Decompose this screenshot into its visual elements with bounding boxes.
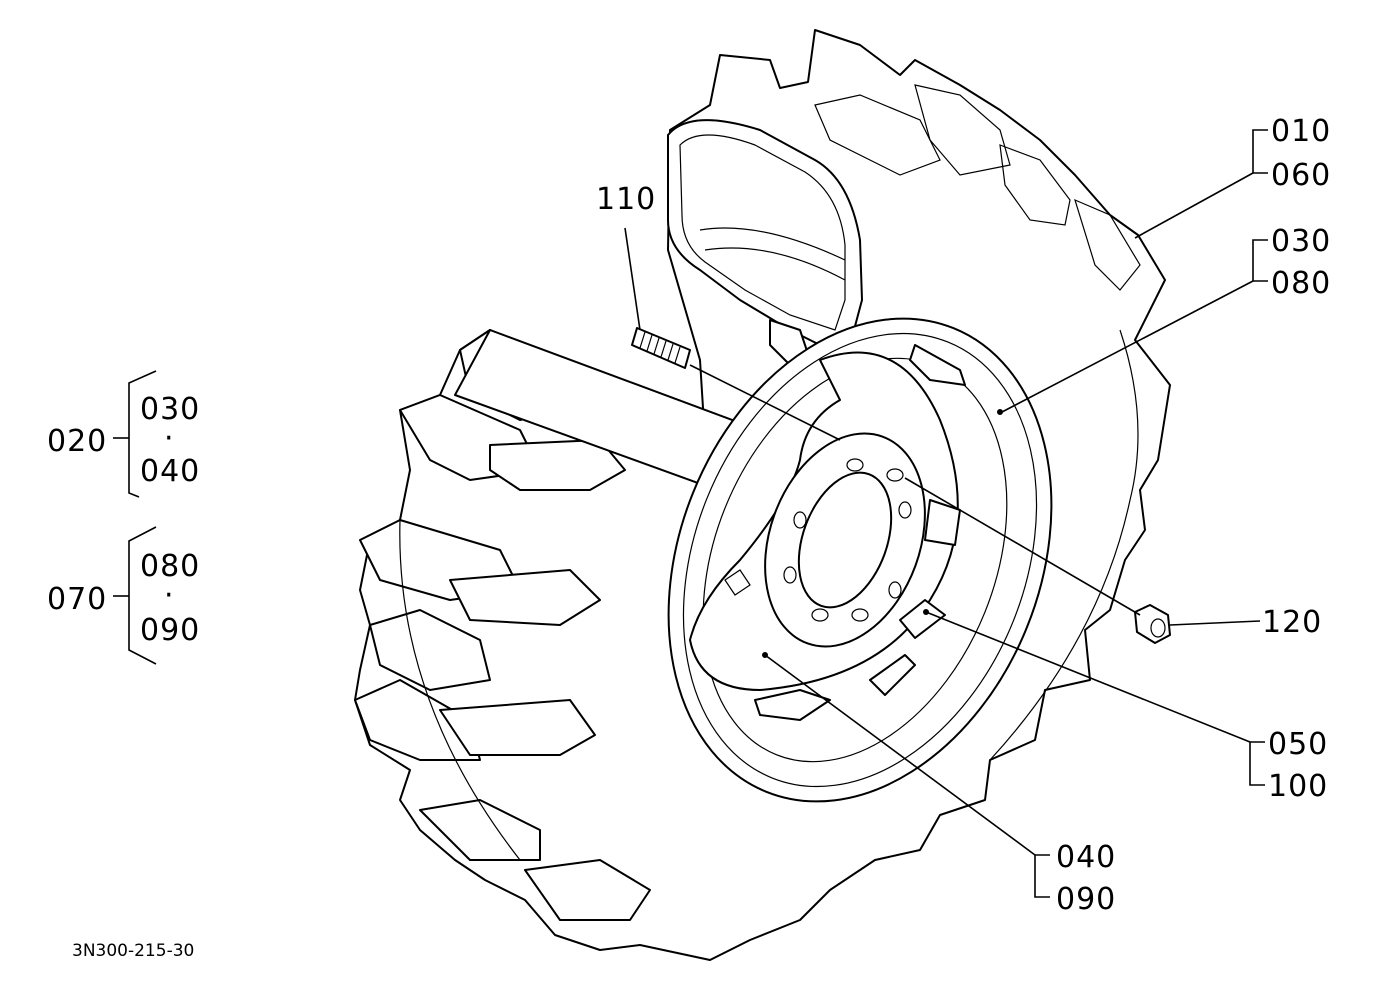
tire-lug [449,569,601,626]
tire-lug [914,84,1011,176]
group-brackets [113,370,157,665]
rim-inner [682,332,1038,788]
tire-sidewall [399,519,521,861]
callout-090: 090 [1056,882,1116,917]
group-070-dot: · [164,578,175,613]
group-020-dot: · [164,421,175,456]
group-070-child-a: 080 [140,549,200,584]
group-020-parent: 020 [47,424,107,459]
callout-080: 080 [1271,266,1331,301]
tire-lug [354,679,481,761]
stud-bolt [631,327,691,369]
tire-lug [814,94,941,176]
callout-110: 110 [596,182,656,217]
tire-section-inner [679,134,846,331]
square-hole [724,569,751,596]
rim-clamp [924,499,961,546]
tire-lug [439,699,596,756]
balance-weight [899,599,946,639]
rim-clamp [909,344,966,386]
wheel-rim [667,317,1053,803]
callout-060: 060 [1271,158,1331,193]
tire-sidewall [989,329,1139,761]
tire-lug [419,799,541,861]
tire-lug [524,859,651,921]
callout-030: 030 [1271,224,1331,259]
callout-040: 040 [1056,840,1116,875]
hub-bore [797,471,893,609]
hub-bolt-holes [783,458,912,622]
ref-dot [997,409,1003,415]
tire-section-tread [704,247,846,281]
group-020-child-a: 030 [140,392,200,427]
tire-section-tread [699,227,846,261]
tire-lug [1074,198,1141,291]
tire-lug [999,144,1071,226]
callout-050: 050 [1268,727,1328,762]
diagram-id: 3N300-215-30 [72,941,194,961]
callout-100: 100 [1268,769,1328,804]
valve-stem [869,654,916,696]
leader-lines [624,129,1268,898]
callout-labels: 010 060 030 080 110 120 050 100 040 090 … [47,114,1331,961]
callout-120: 120 [1262,605,1322,640]
hex-nut [1134,604,1171,644]
tire-lug [369,609,491,691]
group-070-parent: 070 [47,582,107,617]
rim-clamp [754,689,831,721]
group-020-child-b: 040 [140,454,200,489]
callout-010: 010 [1271,114,1331,149]
group-070-child-b: 090 [140,613,200,648]
